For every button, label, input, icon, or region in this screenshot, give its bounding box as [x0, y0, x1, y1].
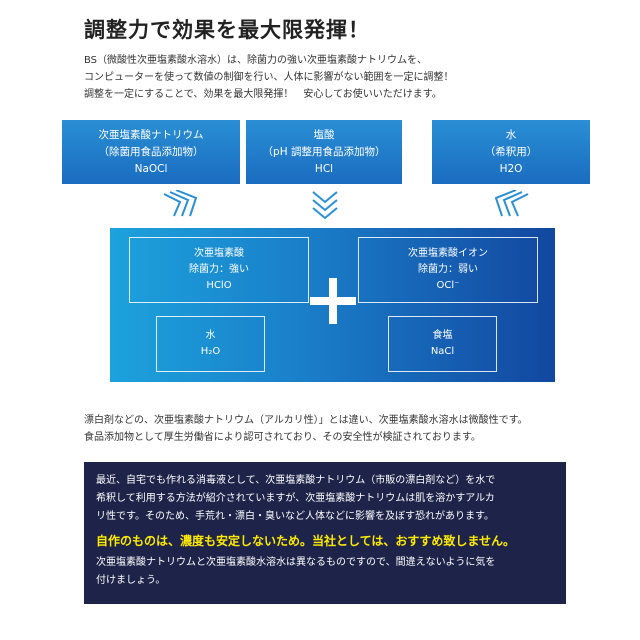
- source-name: 水: [505, 128, 517, 141]
- result-power: 除菌力：強い: [189, 264, 249, 275]
- result-panel: 次亜塩素酸 除菌力：強い HClO 次亜塩素酸イオン 除菌力：弱い OCl⁻ 水…: [110, 228, 555, 382]
- source-formula: NaOCl: [134, 162, 168, 175]
- warning-line: 希釈して利用する方法が紹介されていますが、次亜塩素酸ナトリウムは肌を溶かすアルカ: [96, 493, 495, 504]
- result-power: 除菌力：弱い: [418, 264, 478, 275]
- chevron-down-left-icon: [494, 190, 529, 217]
- result-formula: OCl⁻: [436, 280, 460, 291]
- result-name: 水: [205, 330, 216, 341]
- result-box-salt: 食塩 NaCl: [388, 316, 497, 372]
- source-name: 塩酸: [313, 128, 335, 141]
- intro-line: 調整を一定にすることで、効果を最大限発揮！ 安心してお使いいただけます。: [84, 89, 442, 100]
- warning-line: 付けましょう。: [96, 575, 166, 586]
- result-name: 次亜塩素酸: [194, 248, 244, 259]
- chevron-down-right-icon: [163, 190, 198, 217]
- warning-line: リ性です。そのため、手荒れ・漂白・臭いなど人体などに影響を及ぼす恐れがあります。: [96, 511, 494, 522]
- source-purpose: （除菌用食品添加物）: [98, 145, 204, 158]
- warning-line: 次亜塩素酸ナトリウムと次亜塩素酸水溶水は異なるものですので、間違えないように気を: [96, 557, 496, 568]
- warning-line: 最近、自宅でも作れる消毒液として、次亜塩素酸ナトリウム（市販の漂白剤など）を水で: [96, 475, 496, 486]
- result-box-hypochlorite-ion: 次亜塩素酸イオン 除菌力：弱い OCl⁻: [358, 237, 538, 303]
- source-purpose: （希釈用）: [484, 145, 538, 158]
- chevron-down-icon: [312, 191, 338, 220]
- warning-box: 最近、自宅でも作れる消毒液として、次亜塩素酸ナトリウム（市販の漂白剤など）を水で…: [84, 462, 566, 604]
- result-formula: NaCl: [430, 346, 455, 357]
- source-box-water: 水 （希釈用） H2O: [432, 120, 590, 184]
- note-line: 漂白剤などの、次亜塩素酸ナトリウム（アルカリ性）」とは違い、次亜塩素酸水溶水は微…: [84, 415, 528, 426]
- safety-note: 漂白剤などの、次亜塩素酸ナトリウム（アルカリ性）」とは違い、次亜塩素酸水溶水は微…: [84, 412, 624, 446]
- page-title: 調整力で効果を最大限発揮！: [84, 18, 370, 42]
- source-box-sodium-hypochlorite: 次亜塩素酸ナトリウム （除菌用食品添加物） NaOCl: [62, 120, 240, 184]
- intro-line: BS（微酸性次亜塩素酸水溶水）は、除菌力の強い次亜塩素酸ナトリウムを、: [84, 55, 428, 66]
- source-purpose: （pH 調整用食品添加物）: [262, 145, 386, 158]
- intro-line: コンピューターを使って数値の制御を行い、人体に影響がない範囲を一定に調整！: [84, 72, 454, 83]
- source-formula: HCl: [314, 162, 334, 175]
- plus-icon: [310, 278, 356, 324]
- result-formula: HClO: [206, 280, 232, 291]
- result-name: 食塩: [432, 330, 453, 341]
- note-line: 食品添加物として厚生労働省により認可されており、その安全性が検証されております。: [84, 432, 481, 443]
- warning-highlight: 自作のものは、濃度も安定しないため。当社としては、おすすめ致しません。: [96, 534, 516, 548]
- source-formula: H2O: [499, 162, 523, 175]
- result-formula: H₂O: [200, 346, 221, 357]
- source-name: 次亜塩素酸ナトリウム: [98, 128, 204, 141]
- result-box-water: 水 H₂O: [156, 316, 265, 372]
- result-box-hypochlorous-acid: 次亜塩素酸 除菌力：強い HClO: [129, 237, 309, 303]
- intro-text: BS（微酸性次亜塩素酸水溶水）は、除菌力の強い次亜塩素酸ナトリウムを、 コンピュ…: [84, 52, 604, 103]
- result-name: 次亜塩素酸イオン: [408, 248, 488, 259]
- source-box-hydrochloric-acid: 塩酸 （pH 調整用食品添加物） HCl: [246, 120, 402, 184]
